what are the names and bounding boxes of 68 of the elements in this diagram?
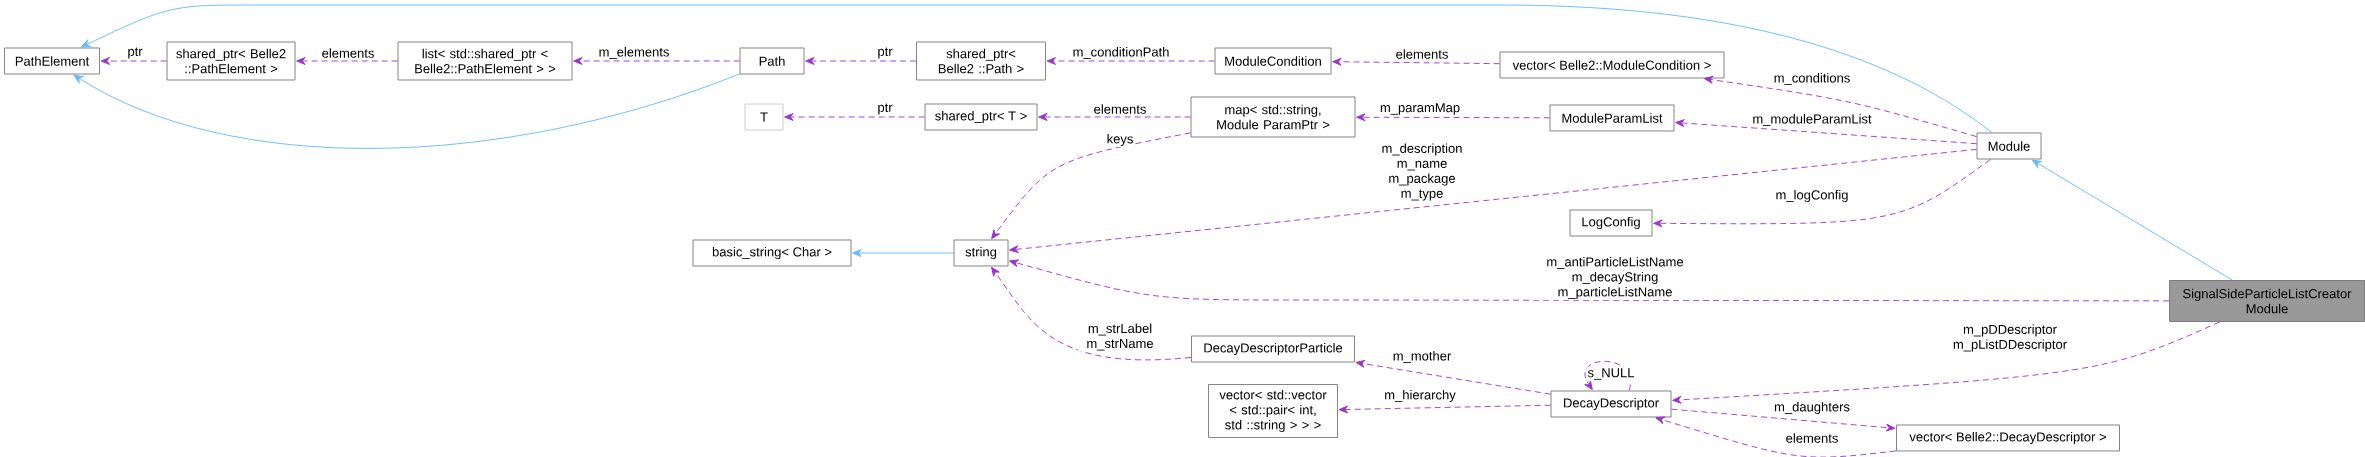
arrow: [2031, 159, 2233, 281]
edge-label: m_antiParticleListName m_decayString m_particleListName: [1529, 255, 1701, 301]
class-box: DecayDescriptorParticle: [1191, 335, 1355, 363]
class-box: vector< Belle2::DecayDescriptor >: [1896, 424, 2120, 452]
arrow: [296, 57, 399, 65]
class-box: SignalSideParticleListCreator Module: [2169, 280, 2365, 322]
class-box: shared_ptr< Belle2 ::Path >: [916, 41, 1046, 81]
edge-label: keys: [1105, 132, 1135, 148]
edge-label: m_strLabel m_strName: [1078, 322, 1162, 352]
edge-label: elements: [1394, 48, 1450, 60]
class-box: DecayDescriptor: [1550, 390, 1672, 418]
edge-label: m_conditions: [1772, 72, 1852, 86]
class-box: T: [744, 103, 784, 131]
edge-label: m_mother: [1391, 350, 1453, 364]
edge-label: ptr: [876, 46, 894, 60]
arrow: [1670, 408, 1896, 432]
arrow: [80, 4, 1993, 134]
arrow: [1356, 113, 1551, 122]
class-box: map< std::string, Module ParamPtr >: [1190, 96, 1356, 138]
edge-label: m_description m_name m_package m_type: [1375, 142, 1469, 202]
class-box: vector< Belle2::ModuleCondition >: [1499, 51, 1725, 79]
edge-label: m_daughters: [1773, 400, 1851, 416]
edge-label: m_hierarchy: [1383, 388, 1457, 404]
arrow: [1675, 119, 1978, 145]
arrow: [784, 113, 926, 121]
arrow: [1332, 57, 1501, 66]
arrow: [1584, 360, 1632, 392]
class-box: Path: [739, 47, 805, 75]
arrow: [1038, 113, 1192, 121]
edge-label: m_paramMap: [1378, 102, 1462, 116]
edge-label: m_conditionPath: [1071, 46, 1171, 60]
class-box: ModuleCondition: [1214, 47, 1332, 75]
class-box: string: [953, 239, 1009, 267]
edge-label: ptr: [876, 102, 894, 116]
arrow: [573, 57, 741, 65]
class-box: LogConfig: [1569, 209, 1653, 237]
class-box: shared_ptr< T >: [924, 103, 1038, 131]
arrow: [1355, 359, 1552, 395]
arrow: [1703, 75, 1978, 138]
class-box: basic_string< Char >: [692, 239, 852, 267]
arrow: [991, 132, 1192, 240]
arrow: [1009, 259, 2170, 302]
arrow: [1338, 404, 1552, 414]
edge-label: m_logConfig: [1774, 188, 1850, 204]
class-box: shared_ptr< Belle2 ::PathElement >: [166, 41, 296, 81]
arrow: [1046, 57, 1216, 65]
arrow: [73, 73, 741, 149]
class-box: ModuleParamList: [1549, 104, 1675, 132]
arrow: [1672, 321, 2221, 404]
edge-label: ptr: [126, 46, 144, 60]
class-box: vector< std::vector < std::pair< int, std ::string > > >: [1208, 384, 1338, 438]
arrow: [1655, 416, 1897, 457]
arrow: [100, 57, 168, 65]
arrow: [991, 266, 1192, 361]
class-box: PathElement: [4, 47, 100, 75]
edge-label: m_moduleParamList: [1751, 113, 1873, 127]
edge-label: elements: [1784, 432, 1840, 444]
arrow: [1653, 158, 1991, 228]
arrow: [805, 57, 917, 65]
edge-label: s_NULL: [1586, 367, 1636, 381]
class-box: list< std::shared_ptr < Belle2::PathElement > >: [397, 41, 573, 81]
edge-label: m_elements: [597, 46, 671, 60]
edge-label: m_pDDescriptor m_pListDDescriptor: [1945, 323, 2075, 353]
arrow: [1009, 148, 1978, 254]
arrow: [852, 249, 955, 257]
edge-label: elements: [1092, 103, 1148, 115]
edge-label: elements: [320, 47, 376, 59]
class-box: Module: [1976, 132, 2042, 160]
